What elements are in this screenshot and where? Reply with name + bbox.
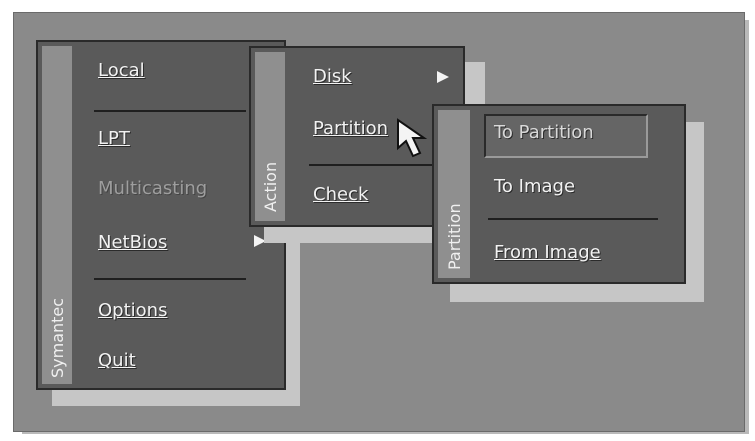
main-menu-shadow [52,386,286,406]
menu-item-from-image[interactable]: From Image [494,242,601,263]
menu-item-lpt[interactable]: LPT [98,128,130,149]
partition-menu-shadow-right [684,122,704,302]
main-menu: Symantec Local LPT Multicasting NetBios … [36,40,286,390]
menu-item-local[interactable]: Local [98,60,145,81]
main-menu-shadow-right [282,240,300,406]
menu-item-quit[interactable]: Quit [98,350,136,371]
menu-separator [94,110,246,112]
menu-item-to-image[interactable]: To Image [494,176,576,197]
partition-menu-title: Partition [445,203,464,270]
netbios-submenu-arrow-icon [254,235,266,247]
action-menu-shadow [264,225,434,243]
frame-shadow-right [743,20,749,434]
menu-separator [488,218,658,220]
menu-separator [94,278,246,280]
menu-item-netbios[interactable]: NetBios [98,232,168,253]
menu-item-check[interactable]: Check [313,184,369,205]
main-menu-title: Symantec [48,297,67,378]
partition-menu-shadow [450,282,704,302]
action-menu-title: Action [261,161,280,212]
partition-menu-title-strip: Partition [438,110,470,278]
action-menu-title-strip: Action [255,52,285,221]
disk-submenu-arrow-icon [437,71,449,83]
partition-menu: Partition To Partition To Image From Ima… [432,104,686,284]
menu-item-options[interactable]: Options [98,300,168,321]
menu-item-partition[interactable]: Partition [313,118,389,139]
menu-item-disk[interactable]: Disk [313,66,352,87]
action-menu: Action Disk Partition Check [249,46,465,227]
menu-item-to-partition[interactable]: To Partition [494,122,594,143]
selection-highlight [484,114,648,158]
mouse-pointer-icon [397,118,428,158]
menu-separator [309,164,459,166]
action-menu-shadow-right [463,62,485,108]
menu-item-multicasting[interactable]: Multicasting [98,178,208,199]
main-menu-title-strip: Symantec [42,46,72,384]
